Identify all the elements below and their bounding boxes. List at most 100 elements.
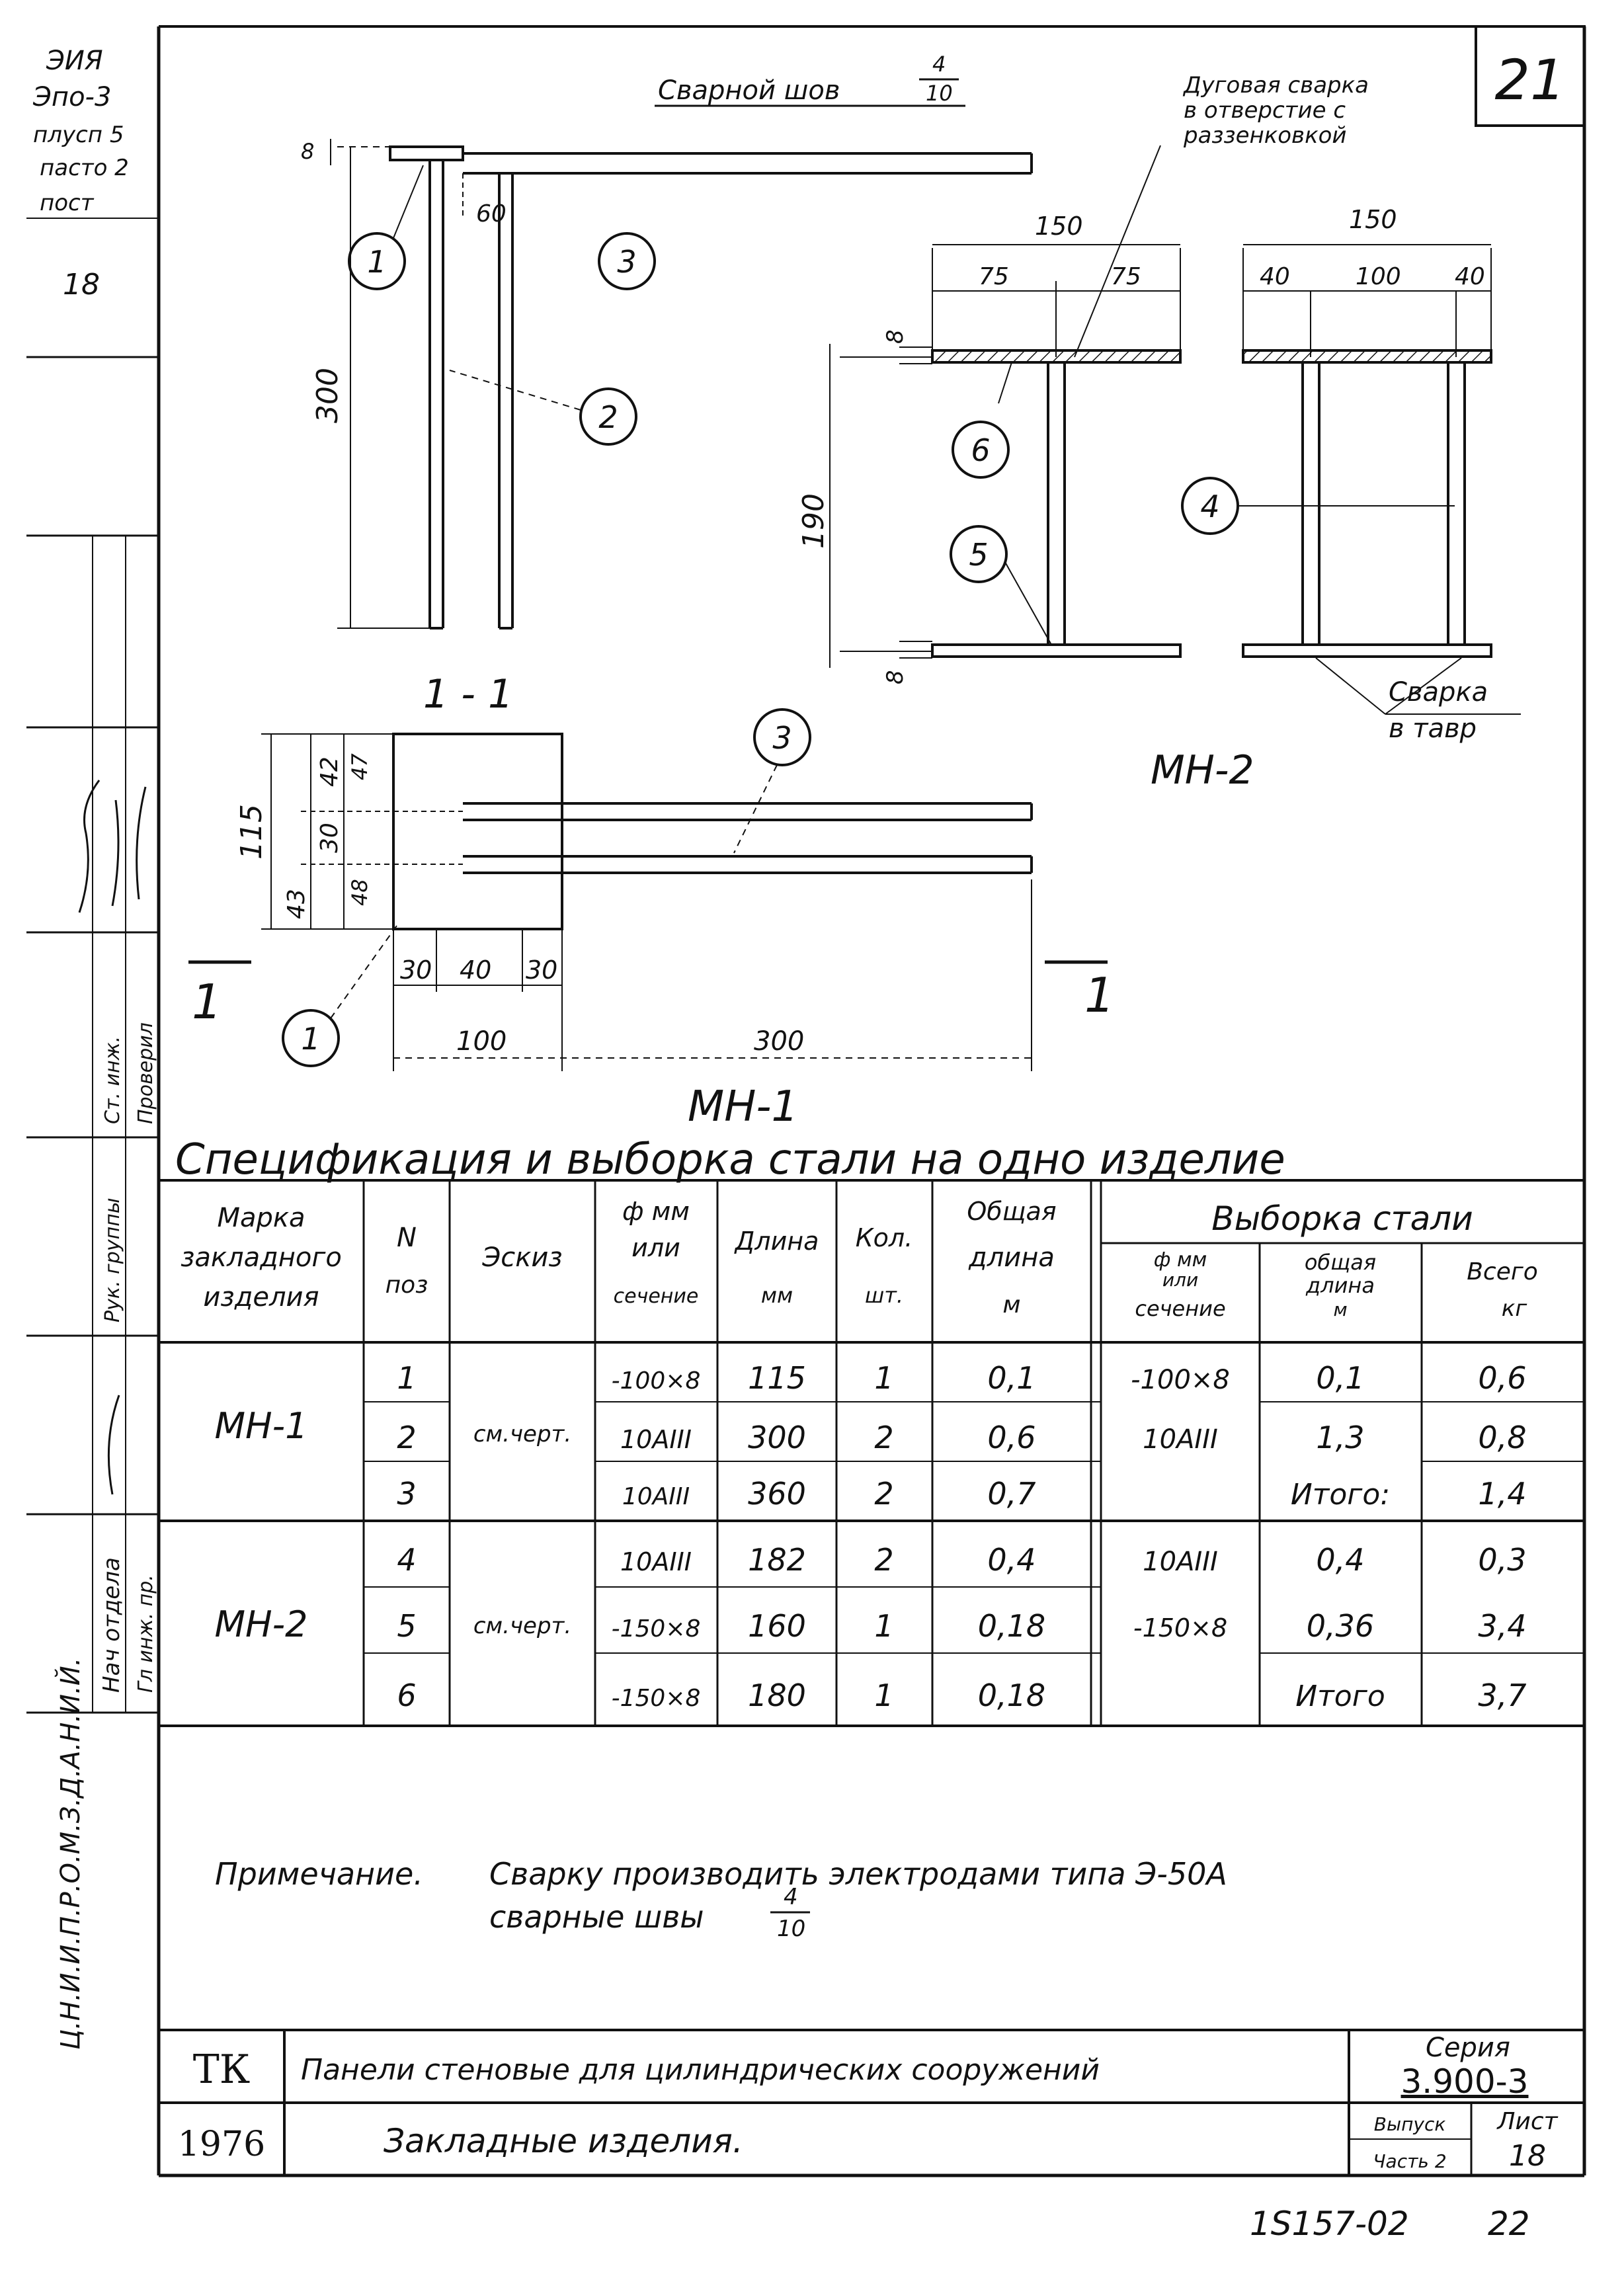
mn1-r1-sel-dia: -100×8: [1131, 1365, 1230, 1395]
callout-3-section: [598, 232, 656, 290]
mn1-r2-qty: 2: [874, 1420, 893, 1455]
tb-part-label: Часть 2: [1373, 2150, 1446, 2172]
callout-3-plan-label: 3: [772, 720, 792, 756]
signature-5: Проверил: [134, 1022, 157, 1124]
hdr-sel-total-2: кг: [1502, 1295, 1528, 1322]
hdr-sketch: Эскиз: [481, 1242, 562, 1273]
tb-sheet-label: Лист: [1496, 2108, 1558, 2135]
mn1-r2-total-len: 0,6: [987, 1420, 1035, 1455]
hdr-mark-1: Марка: [217, 1203, 305, 1233]
dim-sec-300: 300: [311, 368, 345, 423]
hdr-sel-len-3: м: [1333, 1299, 1347, 1320]
callout-1-plan: [282, 1009, 340, 1067]
callout-2-section: [579, 387, 637, 446]
mn1-r2-pos: 2: [397, 1420, 416, 1455]
weld-fraction-den: 10: [926, 81, 953, 106]
mn1-r3-total-len: 0,7: [987, 1476, 1035, 1512]
note-fraction-num: 4: [784, 1884, 798, 1910]
mn1-r2-len: 300: [748, 1420, 806, 1455]
mn2-r4-qty: 2: [874, 1542, 893, 1578]
hdr-dia-1: ф мм: [622, 1197, 690, 1226]
mn2-r5-sel-len: 0,36: [1307, 1608, 1374, 1644]
mn2-r5-dia: -150×8: [612, 1615, 701, 1643]
hdr-sel-len-1: общая: [1305, 1250, 1376, 1275]
dim-sec-60: 60: [476, 200, 507, 227]
tb-series-value: 3.900-3: [1401, 2062, 1529, 2101]
left-margin-stamp: [26, 218, 159, 1714]
mn2-r5-sel-dia: -150×8: [1133, 1613, 1227, 1643]
tb-org: ТК: [193, 2047, 250, 2093]
sheet-frame: [157, 25, 1586, 2177]
mn2-r4-sel-dia: 10АIII: [1143, 1547, 1218, 1577]
mn1-r2-sel-len: 1,3: [1316, 1420, 1364, 1455]
signature-3: Рук. группы: [101, 1197, 124, 1322]
dim-mn1-40: 40: [460, 955, 491, 985]
dim-mn1-30a: 30: [400, 955, 432, 985]
weld-title: Сварной шов: [658, 75, 840, 106]
note-label: Примечание.: [215, 1856, 423, 1892]
mn1-r3-sel-total: 1,4: [1478, 1476, 1526, 1512]
arc-weld-note-3: раззенковкой: [1183, 122, 1347, 149]
mn1-label: МН-1: [688, 1082, 798, 1131]
spec-title: Спецификация и выборка стали на одно изд…: [175, 1135, 1285, 1184]
note-line1: Сварку производить электродами типа Э-50…: [489, 1856, 1227, 1892]
signature-2: Гл инж. пр.: [134, 1574, 157, 1693]
section-mark-right: 1: [1084, 967, 1115, 1023]
dim-mn2b-100: 100: [1356, 263, 1401, 290]
mn1-r1-sel-total: 0,6: [1478, 1360, 1526, 1396]
callout-3-section-label: 3: [617, 244, 636, 280]
hdr-sel-len-2: длина: [1305, 1273, 1375, 1298]
callout-3-plan: [753, 708, 811, 766]
mn1-r2-sel-total: 0,8: [1478, 1420, 1526, 1455]
tb-sheet-value: 18: [1509, 2139, 1546, 2173]
callout-6-label: 6: [971, 432, 990, 468]
mn2-r6-len: 180: [748, 1678, 806, 1713]
mn1-r3-sel-len: Итого:: [1291, 1478, 1390, 1512]
dim-mn1-42: 42: [316, 756, 343, 787]
note-line2: сварные швы: [489, 1899, 704, 1935]
mn2-r5-len: 160: [748, 1608, 806, 1644]
sheet-number: 21: [1495, 48, 1566, 112]
sketch-mn1: см.черт.: [473, 1421, 571, 1447]
hdr-dia-3: сечение: [614, 1285, 699, 1308]
mn2-r4-sel-total: 0,3: [1478, 1542, 1526, 1578]
mark-mn1: МН-1: [214, 1405, 307, 1447]
stamp-line-2: Эпо-3: [32, 82, 111, 112]
tee-weld-note-2: в тавр: [1389, 713, 1477, 744]
callout-3-plan-leader: [733, 764, 778, 854]
dim-mn1-300: 300: [754, 1026, 804, 1057]
callout-2-leader: [449, 370, 581, 411]
org-vertical-text: Ц.Н.И.И.П.Р.О.М.З.Д.А.Н.И.Й.: [54, 1658, 86, 2050]
dim-mn2a-150: 150: [1035, 212, 1083, 241]
mn1-r1-total-len: 0,1: [987, 1360, 1035, 1396]
dim-mn2a-8t: 8: [882, 329, 909, 344]
mn2-r5-total-len: 0,18: [978, 1608, 1045, 1644]
mn2-r6-sel-len: Итого: [1295, 1680, 1385, 1713]
dim-mn2b-150: 150: [1349, 205, 1397, 234]
signature-1: Нач отдела: [99, 1557, 125, 1693]
callout-6: [952, 421, 1010, 479]
mn1-r1-dia: -100×8: [612, 1367, 701, 1395]
hdr-qty-1: Кол.: [856, 1223, 913, 1252]
callout-2-section-label: 2: [598, 399, 618, 435]
callout-1-section-label: 1: [367, 244, 386, 280]
mn1-r3-qty: 2: [874, 1476, 893, 1512]
dim-mn1-30v: 30: [316, 823, 343, 853]
mn2-r5-qty: 1: [874, 1608, 893, 1644]
tb-year: 1976: [178, 2125, 265, 2164]
mn1-r2-dia: 10АIII: [620, 1425, 692, 1454]
stamp-line-1: ЭИЯ: [46, 46, 103, 76]
tb-issue-label: Выпуск: [1374, 2113, 1446, 2135]
hdr-sel-dia-2: или: [1162, 1269, 1198, 1291]
mn1-r1-len: 115: [748, 1360, 806, 1396]
callout-1-plan-leader: [330, 925, 397, 1019]
section-1-1-drawing: [330, 139, 1033, 629]
sketch-mn2: см.черт.: [473, 1613, 571, 1639]
section-mark-left: 1: [192, 974, 222, 1030]
tb-title-line1: Панели стеновые для цилиндрических соору…: [301, 2053, 1100, 2087]
hdr-total-len-1: Общая: [967, 1197, 1056, 1226]
signature-scribble: [78, 780, 147, 1495]
spec-table-grid: [159, 1179, 1584, 1727]
mn2-r6-qty: 1: [874, 1678, 893, 1713]
